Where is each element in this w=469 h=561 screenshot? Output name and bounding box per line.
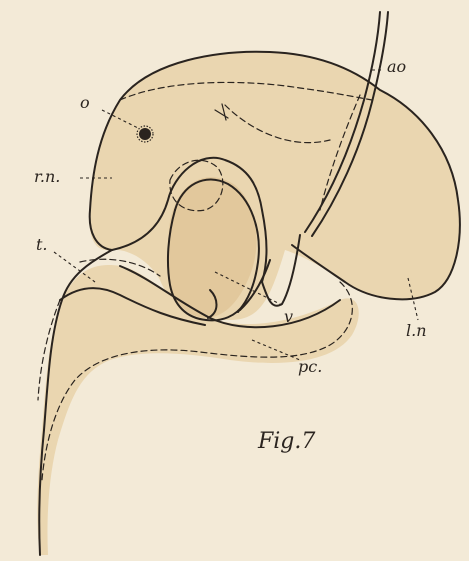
eye-spot bbox=[139, 128, 151, 140]
label-pc: pc. bbox=[298, 357, 322, 376]
label-v: v bbox=[284, 307, 293, 326]
label-t: t. bbox=[36, 235, 48, 254]
figure-caption: Fig.7 bbox=[257, 429, 315, 454]
label-o: o bbox=[80, 93, 90, 112]
label-rn: r.n. bbox=[34, 167, 60, 186]
label-ao: ao bbox=[387, 57, 406, 76]
label-ln: l.n bbox=[406, 321, 427, 340]
